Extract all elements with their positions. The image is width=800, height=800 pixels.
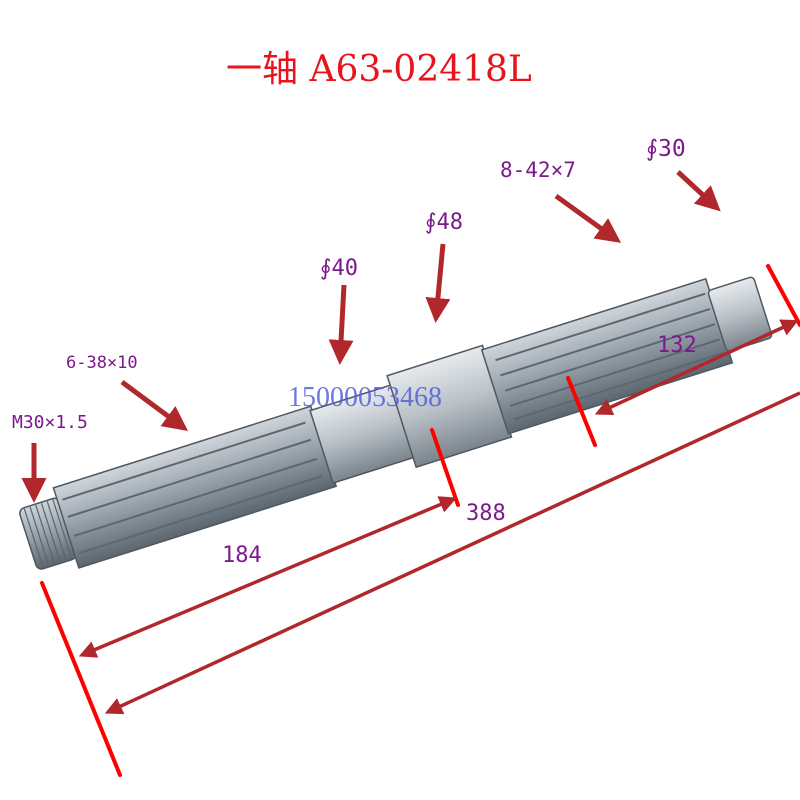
callout-dia40-arrow: [328, 284, 354, 365]
shaft: [19, 276, 773, 570]
dim-184-arrow: [78, 496, 457, 658]
label-dia40: ∮40: [320, 256, 358, 281]
label-len-184: 184: [222, 543, 262, 568]
label-spline-right: 8-42×7: [500, 158, 576, 182]
label-dia30: ∮30: [646, 136, 686, 162]
label-len-388: 388: [466, 501, 506, 526]
callout-spline-left-arrow: [120, 379, 189, 431]
watermark-phone: 15000053468: [288, 382, 442, 413]
marker-right: [766, 264, 800, 327]
dim-388-arrow: [104, 391, 800, 715]
marker-spline: [566, 376, 597, 447]
callout-dia30-arrow: [676, 170, 721, 212]
dim-132-arrow: [594, 319, 799, 416]
label-thread: M30×1.5: [12, 412, 88, 433]
callout-spline-right-arrow: [554, 193, 622, 243]
label-spline-left: 6-38×10: [66, 353, 138, 373]
left-spline-section: [52, 405, 338, 569]
dimension-markers: [40, 264, 800, 777]
dimension-arrows: [78, 319, 800, 715]
label-dia48: ∮48: [425, 210, 463, 235]
callout-dia48-arrow: [425, 243, 451, 323]
label-len-132: 132: [657, 333, 697, 358]
marker-left: [40, 581, 122, 777]
thread-lines: [23, 499, 73, 568]
page-title: 一轴 A63-02418L: [226, 49, 532, 90]
callout-arrows: [21, 170, 721, 503]
marker-mid: [430, 428, 460, 507]
